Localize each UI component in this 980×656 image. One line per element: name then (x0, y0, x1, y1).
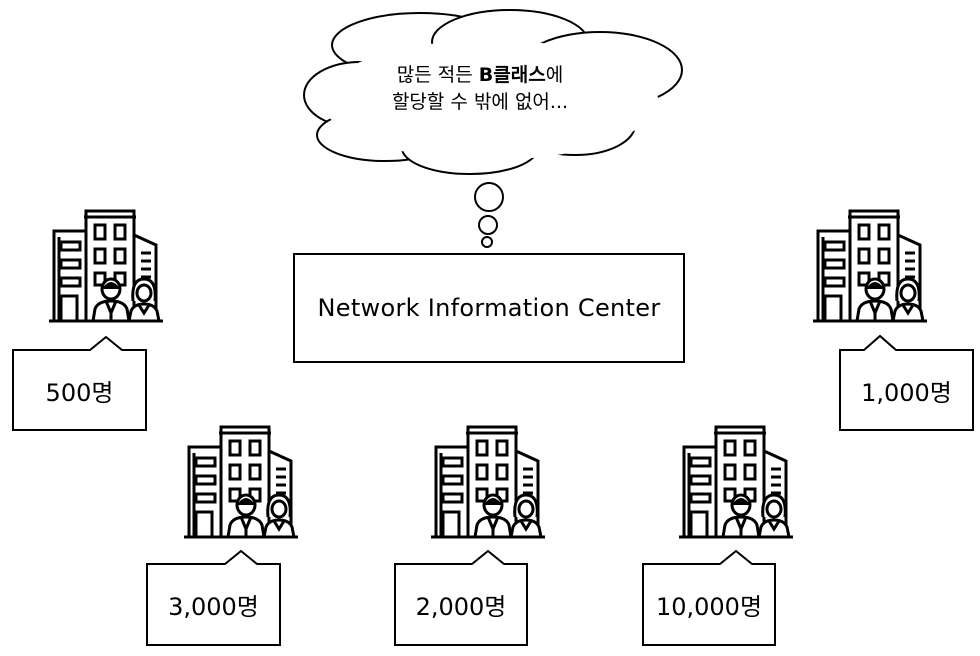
callout-box-10000 (642, 549, 776, 646)
building-with-people-icon (811, 209, 929, 323)
thought-text-part: 많든 적든 (396, 64, 479, 86)
callout-box-3000 (146, 549, 281, 646)
thought-text: 많든 적든 B클래스에 할당할 수 밖에 없어... (330, 62, 630, 116)
count-label: 10,000명 (655, 593, 763, 621)
thought-line-2: 할당할 수 밖에 없어... (391, 91, 569, 113)
thought-bubble-trail (474, 182, 504, 248)
building-with-people-icon (47, 209, 165, 323)
count-label: 500명 (45, 378, 114, 407)
count-label: 2,000명 (415, 593, 507, 621)
nic-box (293, 253, 685, 363)
building-with-people-icon (429, 425, 547, 539)
callout-box-1000 (839, 334, 974, 431)
building-with-people-icon (677, 425, 795, 539)
count-label: 3,000명 (168, 593, 259, 621)
building-with-people-icon (182, 425, 300, 539)
callout-box-500 (12, 335, 147, 431)
thought-text-part: 에 (545, 64, 564, 86)
nic-label: Network Information Center (317, 294, 661, 322)
thought-line-1: 많든 적든 B클래스에 (330, 62, 630, 89)
thought-cloud-icon (303, 9, 683, 175)
callout-box-2000 (394, 549, 528, 646)
count-label: 1,000명 (861, 378, 952, 407)
thought-text-bold: B클래스 (478, 64, 546, 86)
